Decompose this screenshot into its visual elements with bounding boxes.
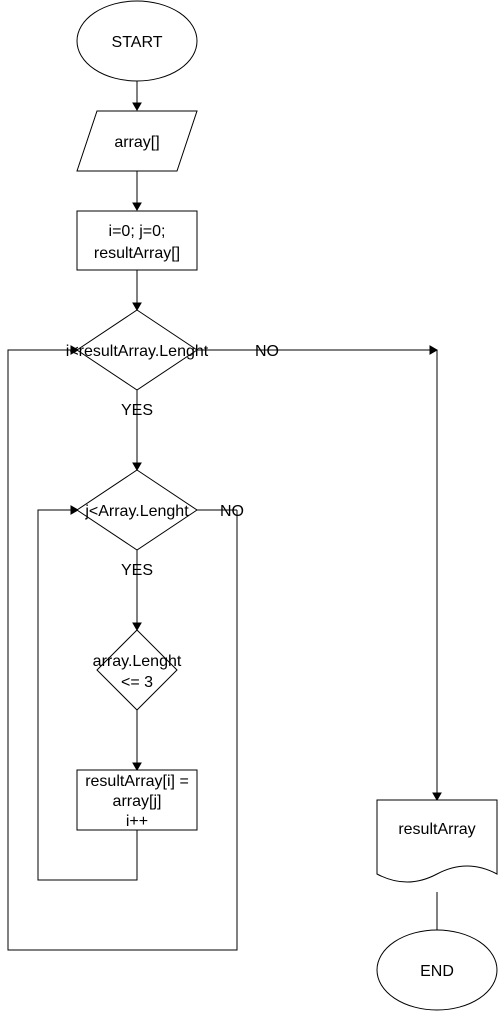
start-label: START: [112, 34, 163, 51]
arrowhead: [432, 792, 442, 802]
arrowhead: [132, 202, 142, 212]
input-array-node: array[]: [76, 110, 198, 172]
arrowhead: [70, 505, 80, 515]
init-label-line1: i=0; j=0;: [109, 223, 166, 240]
assign-label-line3: i++: [126, 813, 148, 830]
end-label: END: [420, 963, 454, 980]
output-label: resultArray: [398, 821, 475, 838]
inner-condition-label: j<Array.Lenght: [84, 503, 189, 520]
edge-outer-loop-back: [7, 349, 238, 951]
assign-label-line1: resultArray[i] =: [85, 773, 189, 790]
arrowhead: [132, 462, 142, 472]
arrowhead: [132, 102, 142, 112]
arrowhead: [132, 622, 142, 632]
input-array-label: array[]: [114, 134, 159, 151]
init-node: i=0; j=0; resultArray[]: [76, 210, 198, 271]
length-check-label-line1: array.Lenght: [93, 653, 182, 670]
length-check-node: array.Lenght <= 3: [93, 629, 182, 711]
assign-node: resultArray[i] = array[j] i++: [76, 769, 198, 831]
inner-condition-node: j<Array.Lenght: [76, 469, 198, 551]
outer-no-label: NO: [255, 343, 279, 360]
outer-condition-label: i<resultArray.Lenght: [66, 343, 209, 360]
start-node: START: [76, 0, 198, 82]
arrowhead: [70, 345, 80, 355]
init-label-line2: resultArray[]: [94, 245, 180, 262]
output-document-node: resultArray: [376, 799, 498, 883]
outer-condition-node: i<resultArray.Lenght: [66, 309, 209, 391]
arrowhead: [132, 762, 142, 772]
inner-yes-label: YES: [121, 562, 153, 579]
end-node: END: [376, 929, 498, 1011]
edge-inner-loop-back: [37, 509, 138, 881]
edges: [7, 81, 442, 951]
edge-labels: NO YES YES NO: [121, 343, 279, 579]
arrowhead: [132, 302, 142, 312]
outer-yes-label: YES: [121, 402, 153, 419]
assign-label-line2: array[j]: [113, 793, 162, 810]
inner-no-label: NO: [220, 503, 244, 520]
length-check-label-line2: <= 3: [121, 674, 153, 691]
arrowhead: [429, 345, 439, 355]
